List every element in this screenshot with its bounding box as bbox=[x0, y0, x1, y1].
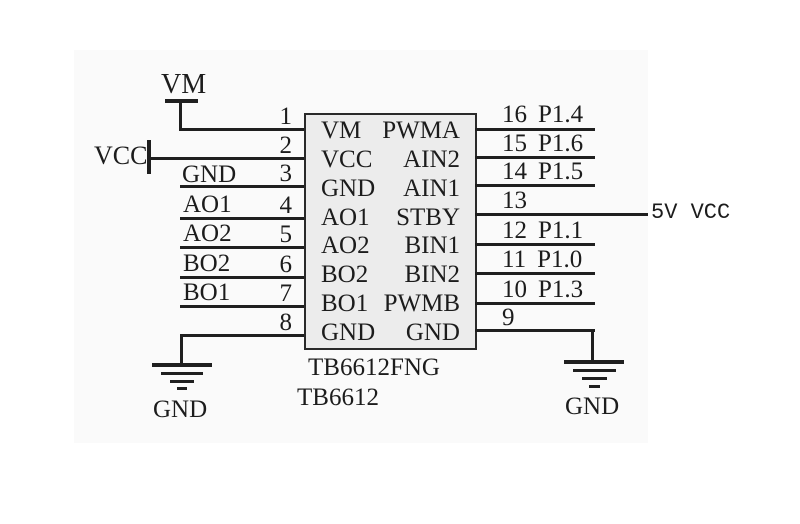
net-label-bo1: BO1 bbox=[183, 279, 231, 306]
pin-12-number: 12 bbox=[502, 217, 527, 244]
net-label-ao2: AO2 bbox=[183, 220, 232, 247]
pin-6-wire bbox=[180, 276, 306, 279]
pin-number-5: 5 bbox=[279, 221, 293, 248]
ic-pin-vcc: VCC bbox=[321, 145, 373, 173]
pin-13-label: 13 bbox=[502, 188, 538, 213]
ic-pin-bo1: BO1 bbox=[321, 290, 369, 318]
ic-row-7: BO1 PWMB bbox=[321, 291, 460, 316]
ic-row-5: AO2 BIN1 bbox=[321, 233, 460, 258]
ic-row-3: GND AIN1 bbox=[321, 176, 460, 201]
pin-9-label: 9 bbox=[502, 305, 526, 330]
net-label-bo2: BO2 bbox=[183, 250, 231, 277]
ground-bar bbox=[161, 372, 203, 375]
pin-10-number: 10 bbox=[502, 276, 527, 303]
ic-pin-bo2: BO2 bbox=[321, 261, 369, 289]
pin-11-wire bbox=[475, 272, 595, 275]
ic-pin-ao1: AO1 bbox=[321, 203, 370, 231]
pin-15-net: P1.6 bbox=[538, 130, 584, 157]
pin-15-wire bbox=[475, 156, 595, 159]
pin-10-label: 10 P1.3 bbox=[502, 277, 583, 302]
ic-row-6: BO2 BIN2 bbox=[321, 262, 460, 287]
pin-10-net: P1.3 bbox=[538, 276, 584, 303]
pin-11-label: 11 P1.0 bbox=[502, 247, 582, 272]
ground-left-label: GND bbox=[153, 396, 208, 423]
ground-bar bbox=[582, 377, 607, 380]
ground-left-stem-wire bbox=[180, 334, 183, 365]
pin-13-number: 13 bbox=[502, 187, 527, 214]
ic-pin-stby: STBY bbox=[396, 203, 460, 231]
ic-pin-gnd2: GND bbox=[321, 319, 376, 347]
ground-bar bbox=[177, 387, 187, 390]
ic-pin-pwmb: PWMB bbox=[383, 290, 460, 318]
ic-part-number: TB6612FNG bbox=[308, 354, 440, 381]
vm-stem-wire bbox=[179, 101, 182, 131]
pin-12-wire bbox=[475, 243, 595, 246]
pin-11-number: 11 bbox=[502, 246, 527, 273]
ic-row-4: AO1 STBY bbox=[321, 205, 460, 230]
pin-7-wire bbox=[180, 305, 306, 308]
net-label-gnd: GND bbox=[182, 161, 237, 188]
pin-number-8: 8 bbox=[279, 309, 293, 336]
pin-number-4: 4 bbox=[279, 192, 293, 219]
pin-16-wire bbox=[475, 128, 595, 131]
pin-13-wire bbox=[475, 213, 648, 216]
pin-15-number: 15 bbox=[502, 130, 527, 157]
net-label-ao1: AO1 bbox=[183, 191, 232, 218]
pin-14-number: 14 bbox=[502, 158, 527, 185]
pin-number-6: 6 bbox=[279, 251, 293, 278]
ground-bar bbox=[170, 380, 194, 383]
pin-14-label: 14 P1.5 bbox=[502, 159, 583, 184]
pin-2-wire bbox=[149, 157, 306, 160]
pin-9-wire bbox=[475, 329, 595, 332]
ic-pin-bin1: BIN1 bbox=[404, 232, 460, 260]
pin-number-1: 1 bbox=[279, 103, 293, 130]
pin-16-net: P1.4 bbox=[538, 101, 584, 128]
ic-row-2: VCC AIN2 bbox=[321, 147, 460, 172]
pin-12-label: 12 P1.1 bbox=[502, 218, 583, 243]
ic-pin-gnd-right: GND bbox=[405, 319, 460, 347]
pin-5-wire bbox=[180, 246, 306, 249]
ic-pin-vm: VM bbox=[321, 116, 362, 144]
pin-number-7: 7 bbox=[279, 280, 293, 307]
pin-4-wire bbox=[180, 217, 306, 220]
vm-net-label: VM bbox=[161, 69, 207, 100]
ic-pin-pwma: PWMA bbox=[382, 116, 460, 144]
vcc-net-label: VCC bbox=[94, 141, 148, 170]
pin-number-2: 2 bbox=[279, 132, 293, 159]
pin-14-net: P1.5 bbox=[538, 158, 584, 185]
ic-body: VM PWMA VCC AIN2 GND AIN1 AO1 STBY AO2 B… bbox=[304, 113, 477, 350]
pin-15-label: 15 P1.6 bbox=[502, 131, 583, 156]
ic-pin-bin2: BIN2 bbox=[404, 261, 460, 289]
pin-8-wire bbox=[181, 334, 306, 337]
pin-16-label: 16 P1.4 bbox=[502, 102, 583, 127]
stby-net-label: 5V VCC bbox=[651, 200, 731, 225]
pin-1-wire bbox=[180, 128, 306, 131]
ground-right-label: GND bbox=[565, 393, 620, 420]
pin-12-net: P1.1 bbox=[538, 217, 584, 244]
pin-14-wire bbox=[475, 184, 595, 187]
pin-9-number: 9 bbox=[502, 304, 515, 331]
ic-pin-ain1: AIN1 bbox=[403, 174, 460, 202]
ic-pin-ain2: AIN2 bbox=[403, 145, 460, 173]
ground-bar bbox=[152, 363, 212, 367]
ground-right-stem-wire bbox=[591, 329, 594, 362]
ic-part-name: TB6612 bbox=[297, 384, 379, 411]
pin-11-net: P1.0 bbox=[537, 246, 583, 273]
pin-number-3: 3 bbox=[279, 160, 293, 187]
ground-bar bbox=[573, 369, 616, 372]
ic-row-1: VM PWMA bbox=[321, 118, 460, 143]
ground-bar bbox=[564, 360, 624, 364]
pin-10-wire bbox=[475, 302, 595, 305]
pin-3-wire bbox=[180, 185, 306, 188]
ground-bar bbox=[589, 385, 600, 388]
pin-16-number: 16 bbox=[502, 101, 527, 128]
ic-pin-ao2: AO2 bbox=[321, 232, 370, 260]
ic-row-8: GND GND bbox=[321, 320, 460, 345]
ic-pin-gnd: GND bbox=[321, 174, 376, 202]
